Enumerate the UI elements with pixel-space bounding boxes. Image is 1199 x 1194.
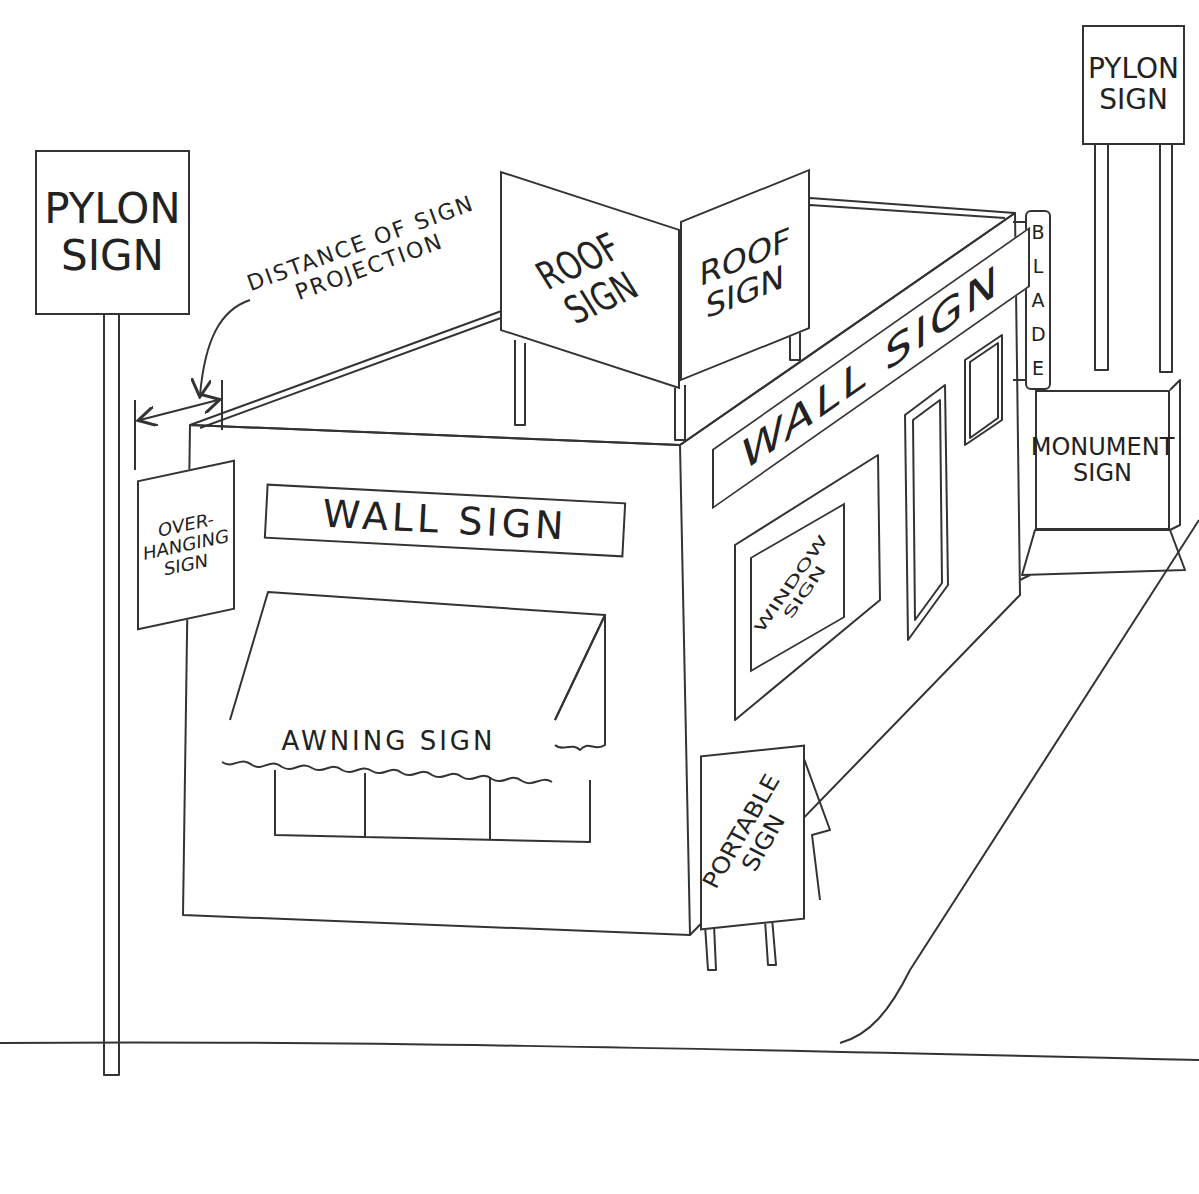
side-window-small: [965, 335, 1002, 445]
wall-sign: WALL SIGN: [264, 484, 626, 558]
awning-sign: AWNING SIGN: [222, 720, 555, 762]
sign-text: PYLON SIGN: [37, 186, 188, 278]
sign-text: AWNING SIGN: [282, 727, 496, 756]
sign-text: BLADE: [1031, 215, 1045, 385]
sign-text: WINDOW SIGN: [744, 523, 850, 652]
door: [905, 385, 948, 640]
parapet: [200, 205, 1005, 428]
projection-leader: [200, 300, 250, 395]
side-window: [735, 455, 880, 720]
awning: [230, 592, 605, 720]
front-wall: [183, 425, 690, 935]
curb-line: [840, 520, 1199, 1043]
window-sign: WINDOW SIGN: [750, 503, 845, 673]
sign-text: WALL SIGN: [322, 493, 569, 548]
pylon-posts: [1095, 145, 1172, 372]
roof: [190, 198, 1015, 445]
overhanging-sign: OVER- HANGING SIGN: [137, 460, 235, 631]
projection-extension: [135, 380, 222, 470]
callout-label: DISTANCE OF SIGN PROJECTION: [239, 189, 491, 321]
sign-text: PYLON SIGN: [1084, 54, 1183, 116]
sign-text: PORTABLE SIGN: [688, 755, 816, 921]
portable-sign: PORTABLE SIGN: [700, 744, 805, 930]
monument-base: [1022, 530, 1185, 575]
sign-text: ROOF SIGN: [503, 214, 677, 346]
street-line: [0, 1042, 1199, 1060]
pylon-pole: [104, 315, 119, 1075]
storefront-window: [275, 770, 590, 842]
sign-text: OVER- HANGING SIGN: [139, 505, 233, 584]
pylon-sign: PYLON SIGN: [1082, 25, 1185, 145]
awning-side: [555, 615, 605, 750]
sign-text: ROOF SIGN: [682, 214, 808, 335]
awning-scallop: [222, 761, 552, 783]
roof-sign: ROOF SIGN: [500, 171, 680, 389]
projection-dimension: [140, 400, 218, 420]
pylon-sign: PYLON SIGN: [35, 150, 190, 315]
monument-sign: MONUMENT SIGN: [1035, 390, 1170, 530]
sign-text: MONUMENT SIGN: [1031, 434, 1175, 487]
